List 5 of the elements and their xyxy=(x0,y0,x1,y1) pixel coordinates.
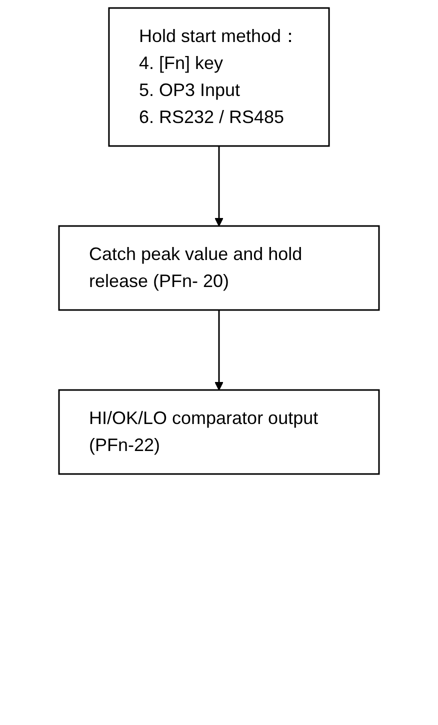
node-box: Catch peak value and hold release (PFn- 20) xyxy=(58,225,380,311)
arrow xyxy=(214,310,224,390)
node-box: HI/OK/LO comparator output (PFn-22) xyxy=(58,389,380,475)
arrow xyxy=(214,146,224,226)
node-box: Hold start method： 4. [Fn] key 5. OP3 Input 6. RS232 / RS485 xyxy=(108,7,330,147)
